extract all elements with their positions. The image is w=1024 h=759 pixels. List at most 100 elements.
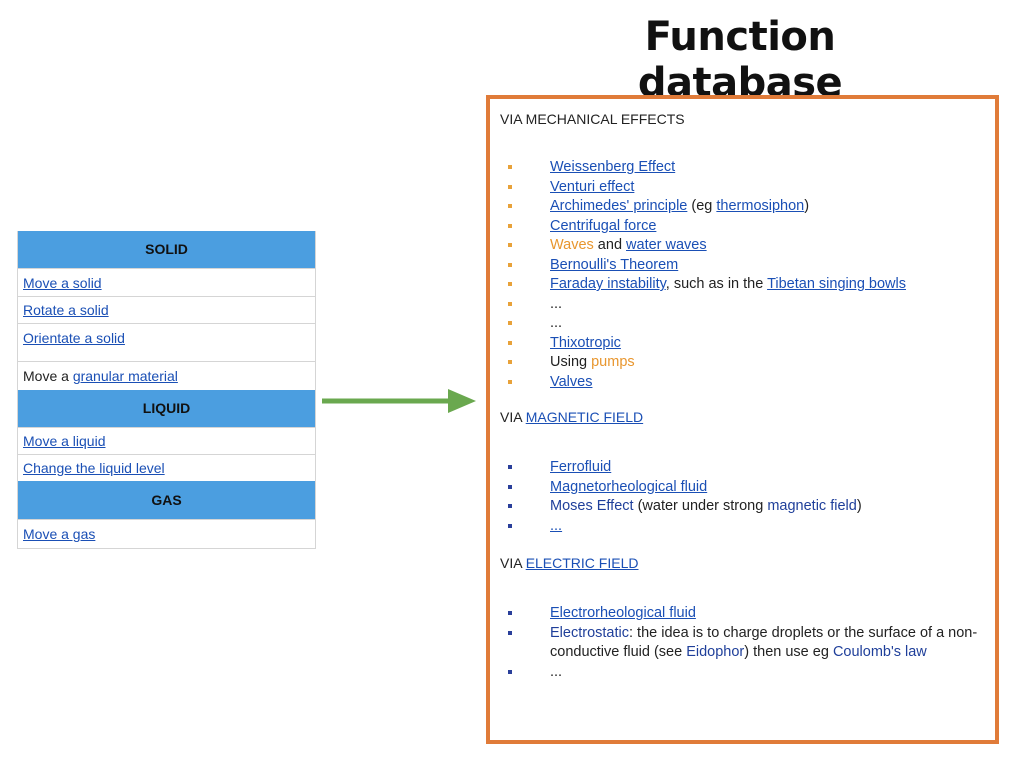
list-item: Electrorheological fluid <box>490 604 995 624</box>
list-item: ... <box>490 314 995 334</box>
list-item: Bernoulli's Theorem <box>490 256 995 276</box>
item-text: and <box>593 237 627 253</box>
page-title: Function database <box>637 14 843 106</box>
bullet-icon <box>508 360 512 364</box>
bullet-icon <box>508 282 512 286</box>
bullet-icon <box>508 301 512 306</box>
move-solid-link[interactable]: Move a solid <box>23 274 102 291</box>
ferrofluid-link[interactable]: Ferrofluid <box>550 459 612 475</box>
category-row: Change the liquid level <box>18 454 315 481</box>
electric-section-title: VIA ELECTRIC FIELD <box>500 555 639 571</box>
granular-prefix: Move a <box>23 368 73 384</box>
list-item: Ferrofluid <box>490 458 995 478</box>
mechanical-list: Weissenberg Effect Venturi effect Archim… <box>490 158 995 392</box>
section-prefix: VIA <box>500 555 526 571</box>
list-item: Magnetorheological fluid <box>490 478 995 498</box>
tibetan-bowls-link[interactable]: Tibetan singing bowls <box>767 276 906 292</box>
category-row: Move a liquid <box>18 427 315 454</box>
waves-link[interactable]: Waves <box>550 237 594 253</box>
category-row: Move a solid <box>18 268 315 296</box>
list-item: Faraday instability, such as in the Tibe… <box>490 275 995 295</box>
item-text: , such as in the <box>665 276 768 292</box>
category-row: Orientate a solid <box>18 323 315 361</box>
item-text: (eg <box>687 198 717 214</box>
section-prefix: VIA <box>500 409 526 425</box>
magnetic-section-title: VIA MAGNETIC FIELD <box>500 409 643 425</box>
bullet-icon <box>508 243 512 247</box>
move-liquid-link[interactable]: Move a liquid <box>23 433 106 449</box>
list-item: Using pumps <box>490 353 995 373</box>
item-text: ... <box>550 663 563 680</box>
category-row: Rotate a solid <box>18 296 315 323</box>
list-item: Valves <box>490 373 995 393</box>
list-item: Venturi effect <box>490 178 995 198</box>
eidophor-link[interactable]: Eidophor <box>686 644 745 660</box>
move-gas-link[interactable]: Move a gas <box>23 526 96 542</box>
bernoulli-link[interactable]: Bernoulli's Theorem <box>550 256 679 273</box>
magnetorheological-link[interactable]: Magnetorheological fluid <box>550 478 708 495</box>
bullet-icon <box>508 669 512 674</box>
list-item: Waves and water waves <box>490 236 995 256</box>
orientate-solid-link[interactable]: Orientate a solid <box>23 330 125 346</box>
venturi-link[interactable]: Venturi effect <box>550 178 635 195</box>
rotate-solid-link[interactable]: Rotate a solid <box>23 302 109 318</box>
list-item: Electrostatic: the idea is to charge dro… <box>490 624 995 663</box>
electrorheological-link[interactable]: Electrorheological fluid <box>550 605 696 621</box>
item-text: ) <box>804 198 810 214</box>
centrifugal-link[interactable]: Centrifugal force <box>550 217 657 234</box>
item-text: ... <box>550 315 563 331</box>
bullet-icon <box>508 340 512 345</box>
electric-list: Electrorheological fluid Electrostatic: … <box>490 604 995 682</box>
list-item: Centrifugal force <box>490 217 995 237</box>
bullet-icon <box>508 630 512 635</box>
item-text: : the idea is to charge droplets or the … <box>550 624 978 661</box>
thermosiphon-link[interactable]: thermosiphon <box>716 198 805 214</box>
bullet-icon <box>508 223 512 228</box>
item-text: ) then use eg <box>744 644 833 660</box>
archimedes-link[interactable]: Archimedes' principle <box>550 198 688 214</box>
item-text: ) <box>856 498 862 514</box>
pumps-link[interactable]: pumps <box>591 354 635 370</box>
electrostatic-link[interactable]: Electrostatic <box>550 624 629 641</box>
granular-material-link[interactable]: granular material <box>72 368 178 384</box>
right-arrow-icon <box>322 389 476 413</box>
list-item: Moses Effect (water under strong magneti… <box>490 497 995 517</box>
list-item: Weissenberg Effect <box>490 158 995 178</box>
weissenberg-link[interactable]: Weissenberg Effect <box>550 159 676 175</box>
list-item: ... <box>490 517 995 537</box>
bullet-icon <box>508 321 512 325</box>
gas-header: GAS <box>18 481 315 519</box>
faraday-link[interactable]: Faraday instability <box>550 276 666 292</box>
function-database-box: VIA MECHANICAL EFFECTS Weissenberg Effec… <box>486 95 999 744</box>
valves-link[interactable]: Valves <box>550 373 593 390</box>
category-row: Move a gas <box>18 519 315 548</box>
list-item: Thixotropic <box>490 334 995 354</box>
bullet-icon <box>508 165 512 169</box>
bullet-icon <box>508 523 512 528</box>
bullet-icon <box>508 379 512 384</box>
magnetic-field-inline-link[interactable]: magnetic field <box>767 498 857 514</box>
list-item: ... <box>490 295 995 315</box>
magnetic-more-link[interactable]: ... <box>550 517 563 534</box>
water-waves-link[interactable]: water waves <box>626 237 707 253</box>
bullet-icon <box>508 184 512 189</box>
solid-header: SOLID <box>18 231 315 268</box>
bullet-icon <box>508 504 512 508</box>
item-text: (water under strong <box>633 498 768 514</box>
item-text: ... <box>550 295 563 312</box>
electric-field-link[interactable]: ELECTRIC FIELD <box>525 555 639 571</box>
change-liquid-level-link[interactable]: Change the liquid level <box>23 460 165 476</box>
thixotropic-link[interactable]: Thixotropic <box>550 334 621 351</box>
magnetic-list: Ferrofluid Magnetorheological fluid Mose… <box>490 458 995 536</box>
magnetic-field-link[interactable]: MAGNETIC FIELD <box>525 409 644 425</box>
list-item: ... <box>490 663 995 683</box>
bullet-icon <box>508 611 512 615</box>
item-text: Using <box>550 354 592 370</box>
bullet-icon <box>508 204 512 208</box>
category-row: Move a granular material <box>18 361 315 390</box>
coulomb-law-link[interactable]: Coulomb's law <box>832 644 927 660</box>
category-table: SOLID Move a solid Rotate a solid Orient… <box>17 231 316 549</box>
moses-effect-link[interactable]: Moses Effect <box>550 498 634 514</box>
list-item: Archimedes' principle (eg thermosiphon) <box>490 197 995 217</box>
mechanical-section-title: VIA MECHANICAL EFFECTS <box>500 111 685 127</box>
